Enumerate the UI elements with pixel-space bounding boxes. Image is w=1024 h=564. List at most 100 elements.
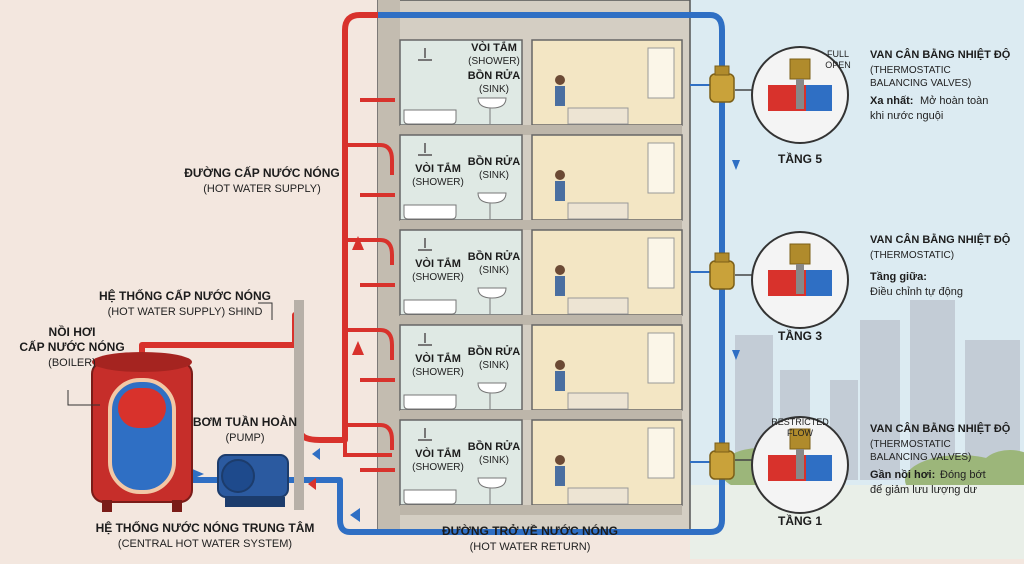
building-left-wall <box>378 0 400 530</box>
sink-basin <box>477 287 507 314</box>
valves-0-status2: OPEN <box>825 60 851 70</box>
valves-0-note2: khi nước nguội <box>870 110 943 122</box>
labels-shower: VÒI TẮM <box>415 257 461 270</box>
window <box>647 332 675 384</box>
floor-slab <box>400 220 682 230</box>
labels-hot_return_en: (HOT WATER RETURN) <box>470 541 591 553</box>
labels-sink_en: (SINK) <box>479 170 509 181</box>
labels-sink: BỒN RỬA <box>468 69 521 82</box>
valves-0-sub2: BALANCING VALVES) <box>870 78 971 89</box>
floor-5: VÒI TẮM (SHOWER) BỒN RỬA (SINK) <box>399 39 683 135</box>
shower-head <box>418 238 432 251</box>
labels-sink: BỒN RỬA <box>468 440 521 453</box>
sink-basin <box>477 382 507 409</box>
person-body <box>555 466 565 486</box>
valve-callout-3: VAN CÂN BẰNG NHIỆT ĐỘ(THERMOSTATICBALANC… <box>735 416 1011 528</box>
bathtub <box>403 489 457 505</box>
furniture <box>567 392 629 410</box>
hot-branch-pipes <box>343 98 395 472</box>
labels-sink_en: (SINK) <box>479 84 509 95</box>
person <box>555 455 565 465</box>
valves-0-title: VAN CÂN BẰNG NHIỆT ĐỘ <box>870 48 1011 61</box>
labels-pump_en: (PUMP) <box>225 432 264 444</box>
sink-basin <box>477 192 507 219</box>
labels-hot_supply: ĐƯỜNG CẤP NƯỚC NÓNG <box>184 165 340 180</box>
ground <box>690 485 1024 559</box>
labels-hot_return: ĐƯỜNG TRỞ VỀ NƯỚC NÓNG <box>442 523 618 538</box>
labels-sink: BỒN RỬA <box>468 250 521 263</box>
furniture <box>567 487 629 505</box>
sink-basin <box>477 97 507 124</box>
valves-2-floor: TẦNG 1 <box>778 513 822 528</box>
valve-callout-1: VAN CÂN BẰNG NHIỆT ĐỘ (THERMOSTATIC BALANC… <box>735 46 1011 166</box>
return-flow-arrows <box>190 160 740 522</box>
person-body <box>555 276 565 296</box>
valves-0-note_b: Xa nhất: <box>870 95 913 107</box>
valves-0-status1: FULL <box>827 49 849 59</box>
valves-0-note1: Mở hoàn toàn <box>920 95 988 107</box>
valves-0-floor: TẦNG 5 <box>778 151 822 166</box>
support-post <box>294 300 304 510</box>
labels-sink_en: (SINK) <box>479 265 509 276</box>
bathtub <box>403 299 457 315</box>
labels-sink: BỒN RỬA <box>468 345 521 358</box>
furniture <box>567 202 629 220</box>
valves-2-sub2: BALANCING VALVES) <box>870 452 971 463</box>
labels-pump: BƠM TUẦN HOÀN <box>193 414 297 429</box>
sink-basin <box>477 477 507 504</box>
valves-1-note2: Điều chỉnh tự động <box>870 286 963 298</box>
person-body <box>555 181 565 201</box>
valves-2-note_b: Gần nồi hơi: <box>870 469 935 481</box>
labels-shower: VÒI TẮM <box>415 162 461 175</box>
person-body <box>555 86 565 106</box>
boiler <box>91 352 193 512</box>
labels-shower: VÒI TẮM <box>471 41 517 54</box>
valves-1-note_b: Tầng giữa: <box>870 271 927 283</box>
valve-callout-2: VAN CÂN BẰNG NHIỆT ĐỘ(THERMOSTATIC)Tầng … <box>735 231 1011 343</box>
labels-shower_en: (SHOWER) <box>468 56 520 67</box>
valve-fitting-1 <box>709 65 735 103</box>
person <box>555 170 565 180</box>
person <box>555 75 565 85</box>
shower-head <box>418 333 432 346</box>
leader-lines <box>67 302 273 406</box>
labels-boiler_en: (BOILER) <box>48 357 96 369</box>
floor-slab <box>400 315 682 325</box>
shower-head <box>418 428 432 441</box>
labels-shower_en: (SHOWER) <box>412 462 464 473</box>
person-body <box>555 371 565 391</box>
valves-2-title: VAN CÂN BẰNG NHIỆT ĐỘ <box>870 422 1011 435</box>
person <box>555 360 565 370</box>
bathtub <box>403 394 457 410</box>
valve-fitting-2 <box>709 252 735 290</box>
floor-2: VÒI TẮM(SHOWER)BỒN RỬA(SINK) <box>399 324 683 420</box>
floor-3: VÒI TẮM(SHOWER)BỒN RỬA(SINK) <box>399 229 683 325</box>
pump <box>217 454 289 507</box>
window <box>647 427 675 479</box>
floor-slab <box>400 410 682 420</box>
valves-0-sub1: (THERMOSTATIC <box>870 65 951 76</box>
window <box>647 237 675 289</box>
valves-1-sub1: (THERMOSTATIC) <box>870 250 954 261</box>
furniture <box>567 107 629 125</box>
labels-boiler: NỒI HƠI <box>49 324 96 339</box>
floor-4: VÒI TẮM(SHOWER)BỒN RỬA(SINK) <box>399 134 683 230</box>
shower-head <box>418 48 432 61</box>
labels-shower_en: (SHOWER) <box>412 367 464 378</box>
valves-1-floor: TẦNG 3 <box>778 328 822 343</box>
floor-slab <box>400 125 682 135</box>
valves-2-note1: Đóng bớt <box>940 469 986 481</box>
window <box>647 47 675 99</box>
bathtub <box>403 109 457 125</box>
labels-boiler2: CẤP NƯỚC NÓNG <box>19 339 124 354</box>
labels-supply_system: HỆ THỐNG CẤP NƯỚC NÓNG <box>99 288 271 303</box>
shower-head <box>418 143 432 156</box>
labels-main_system_en: (CENTRAL HOT WATER SYSTEM) <box>118 538 292 550</box>
bathtub <box>403 204 457 220</box>
flow-arrows <box>308 236 364 490</box>
labels-shower: VÒI TẮM <box>415 352 461 365</box>
labels-sink: BỒN RỬA <box>468 155 521 168</box>
labels-sink_en: (SINK) <box>479 455 509 466</box>
furniture <box>567 297 629 315</box>
